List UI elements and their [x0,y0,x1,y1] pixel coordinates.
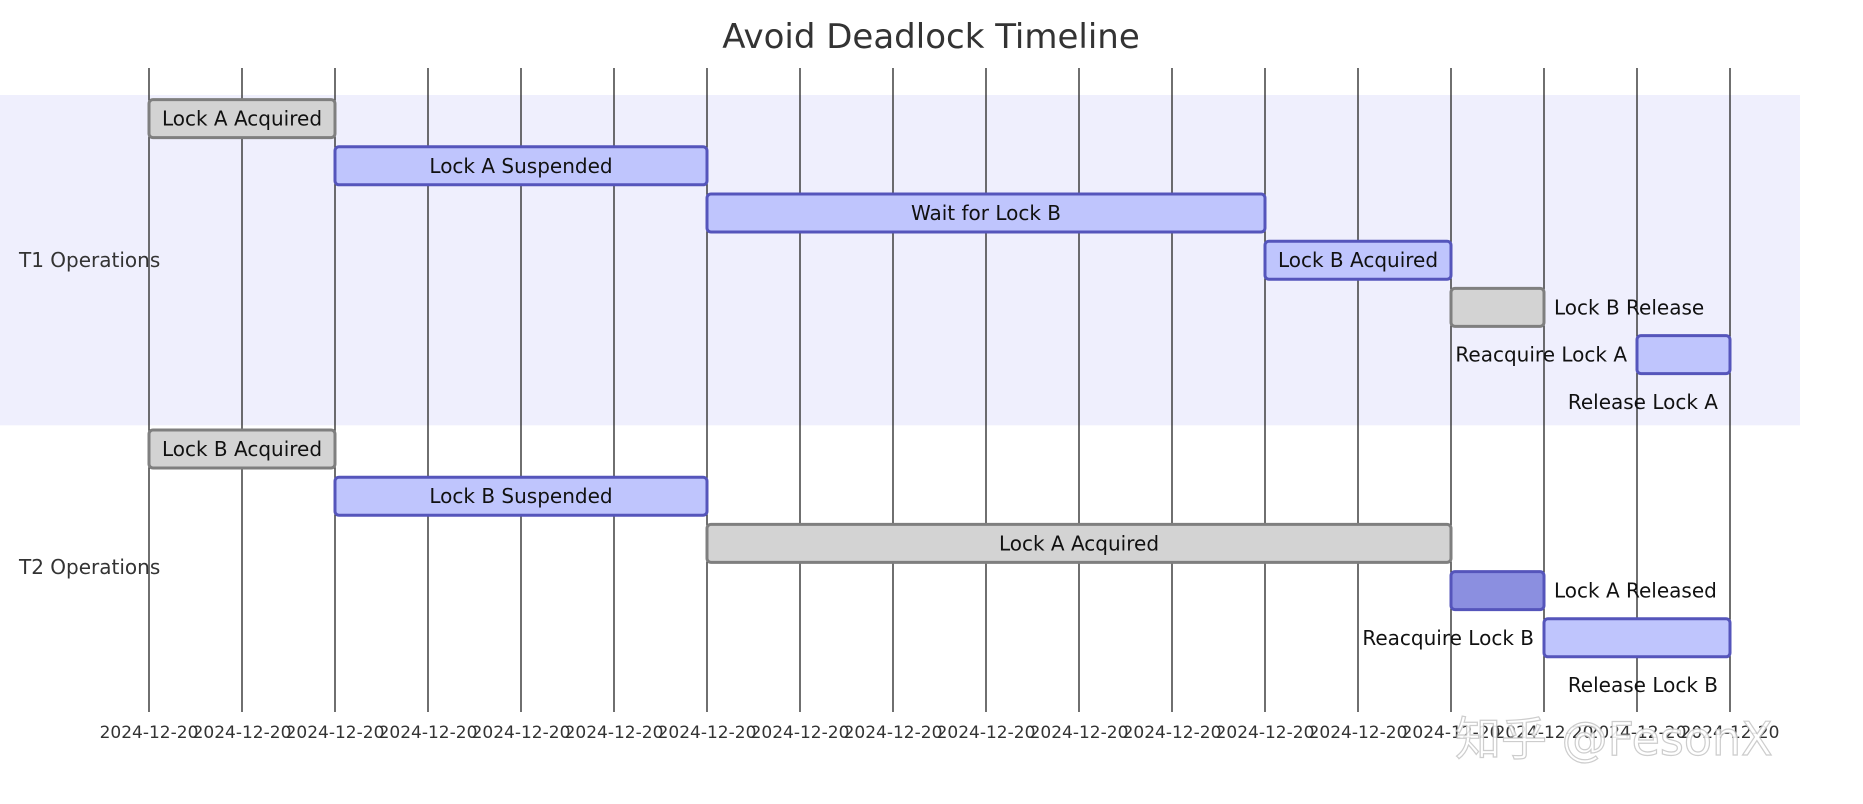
x-tick-label: 2024-12-20 [1216,723,1315,743]
x-tick-label: 2024-12-20 [1681,723,1780,743]
task-bar [1449,570,1546,612]
x-tick-label: 2024-12-20 [565,723,664,743]
task-bar [333,475,709,517]
section-band [0,425,1800,709]
task-bars [147,98,1732,659]
task-label: Lock A Suspended [429,154,612,178]
task-bar [333,145,709,187]
task-bar [1635,334,1732,376]
x-tick-label: 2024-12-20 [472,723,571,743]
section-band [0,95,1800,426]
x-tick-label: 2024-12-20 [1495,723,1594,743]
x-tick-label: 2024-12-20 [379,723,478,743]
x-tick-label: 2024-12-20 [751,723,850,743]
task-bar [705,522,1453,564]
task-bar [147,98,337,140]
x-tick-label: 2024-12-20 [844,723,943,743]
task-label: Reacquire Lock B [1362,626,1534,650]
chart-title: Avoid Deadlock Timeline [722,17,1140,57]
x-tick-label: 2024-12-20 [1402,723,1501,743]
task-label: Lock B Release [1554,295,1704,319]
task-label: Lock A Acquired [999,531,1159,555]
x-tick-label: 2024-12-20 [286,723,385,743]
task-label: Lock A Acquired [162,107,322,131]
task-bar [1449,286,1546,328]
x-tick-label: 2024-12-20 [1030,723,1129,743]
task-bar [147,428,337,470]
x-tick-label: 2024-12-20 [1309,723,1408,743]
x-tick-label: 2024-12-20 [937,723,1036,743]
task-bar [705,192,1267,234]
task-label: Lock B Acquired [1278,248,1438,272]
task-label: Release Lock A [1568,390,1718,414]
x-tick-label: 2024-12-20 [658,723,757,743]
task-label: Lock A Released [1554,579,1717,603]
x-tick-label: 2024-12-20 [100,723,199,743]
watermark: 知乎 @FesonX [1455,712,1773,766]
task-bar [1263,239,1453,281]
task-label: Lock B Suspended [429,484,612,508]
task-label: Wait for Lock B [911,201,1061,225]
section-labels: T1 Operations T2 Operations [18,248,160,579]
x-tick-label: 2024-12-20 [1123,723,1222,743]
task-label: Lock B Acquired [162,437,322,461]
x-axis-ticks: 2024-12-202024-12-202024-12-202024-12-20… [100,723,1780,743]
task-bar [1542,617,1732,659]
section-label: T1 Operations [18,248,160,272]
task-label: Release Lock B [1568,673,1718,697]
task-label: Reacquire Lock A [1455,343,1627,367]
section-bands [0,95,1800,709]
x-tick-label: 2024-12-20 [1588,723,1687,743]
x-tick-label: 2024-12-20 [193,723,292,743]
section-label: T2 Operations [18,555,160,579]
